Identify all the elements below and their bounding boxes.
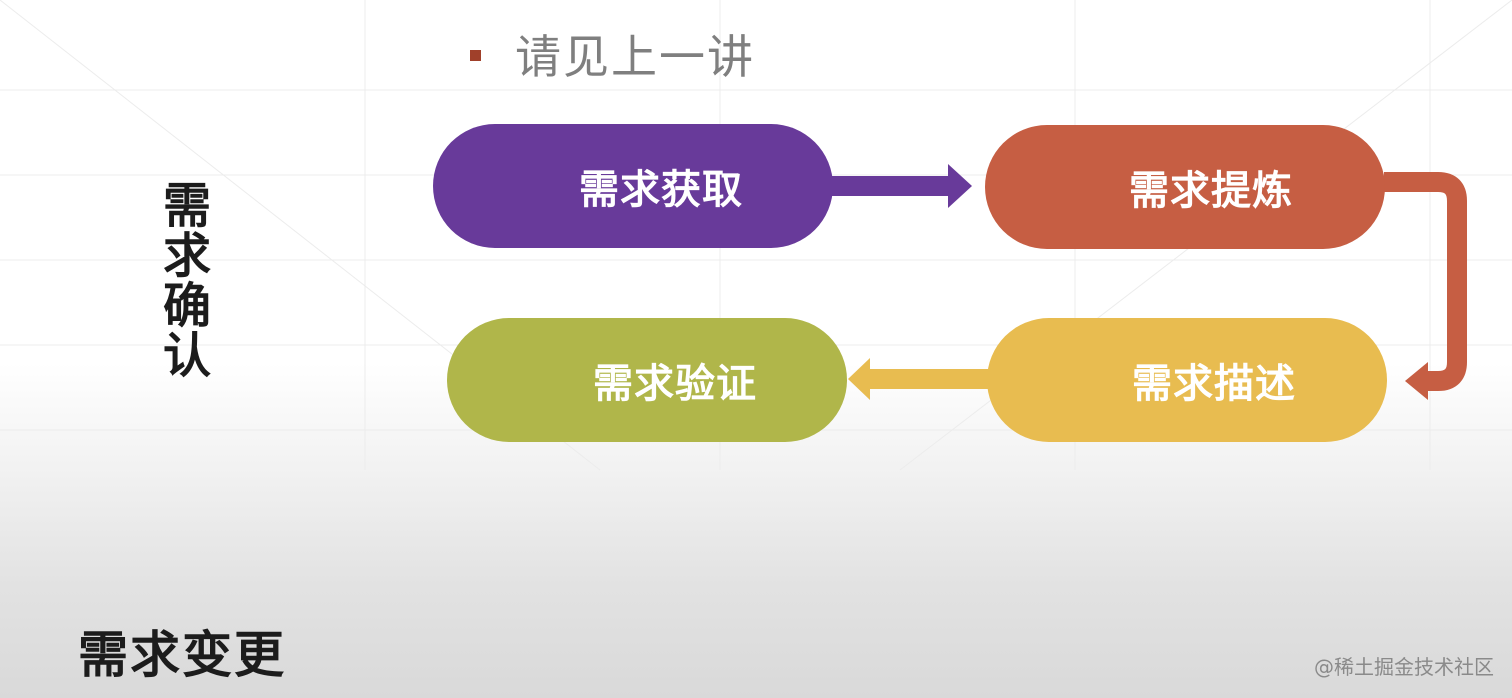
step-describe-label: 需求描述 [1132,361,1296,407]
arrow-describe-to-verify [848,358,988,400]
step-acquire-label: 需求获取 [579,167,743,213]
step-verify-label: 需求验证 [593,361,757,407]
step-refine: 需求提炼 [985,125,1385,249]
bottom-title: 需求变更 [78,626,286,684]
arrow-refine-to-describe [1384,172,1467,400]
step-describe: 需求描述 [987,318,1387,442]
arrow-acquire-to-refine [832,164,972,208]
bullet-text: 请见上一讲 [515,30,755,84]
bullet-line: 请见上一讲 [470,22,755,86]
step-acquire: 需求获取 [433,124,833,248]
side-title: 需求确认 [154,180,210,380]
bullet-marker [470,49,481,61]
step-verify: 需求验证 [447,318,847,442]
watermark: @稀土掘金技术社区 [1314,655,1494,679]
step-refine-label: 需求提炼 [1129,168,1293,214]
